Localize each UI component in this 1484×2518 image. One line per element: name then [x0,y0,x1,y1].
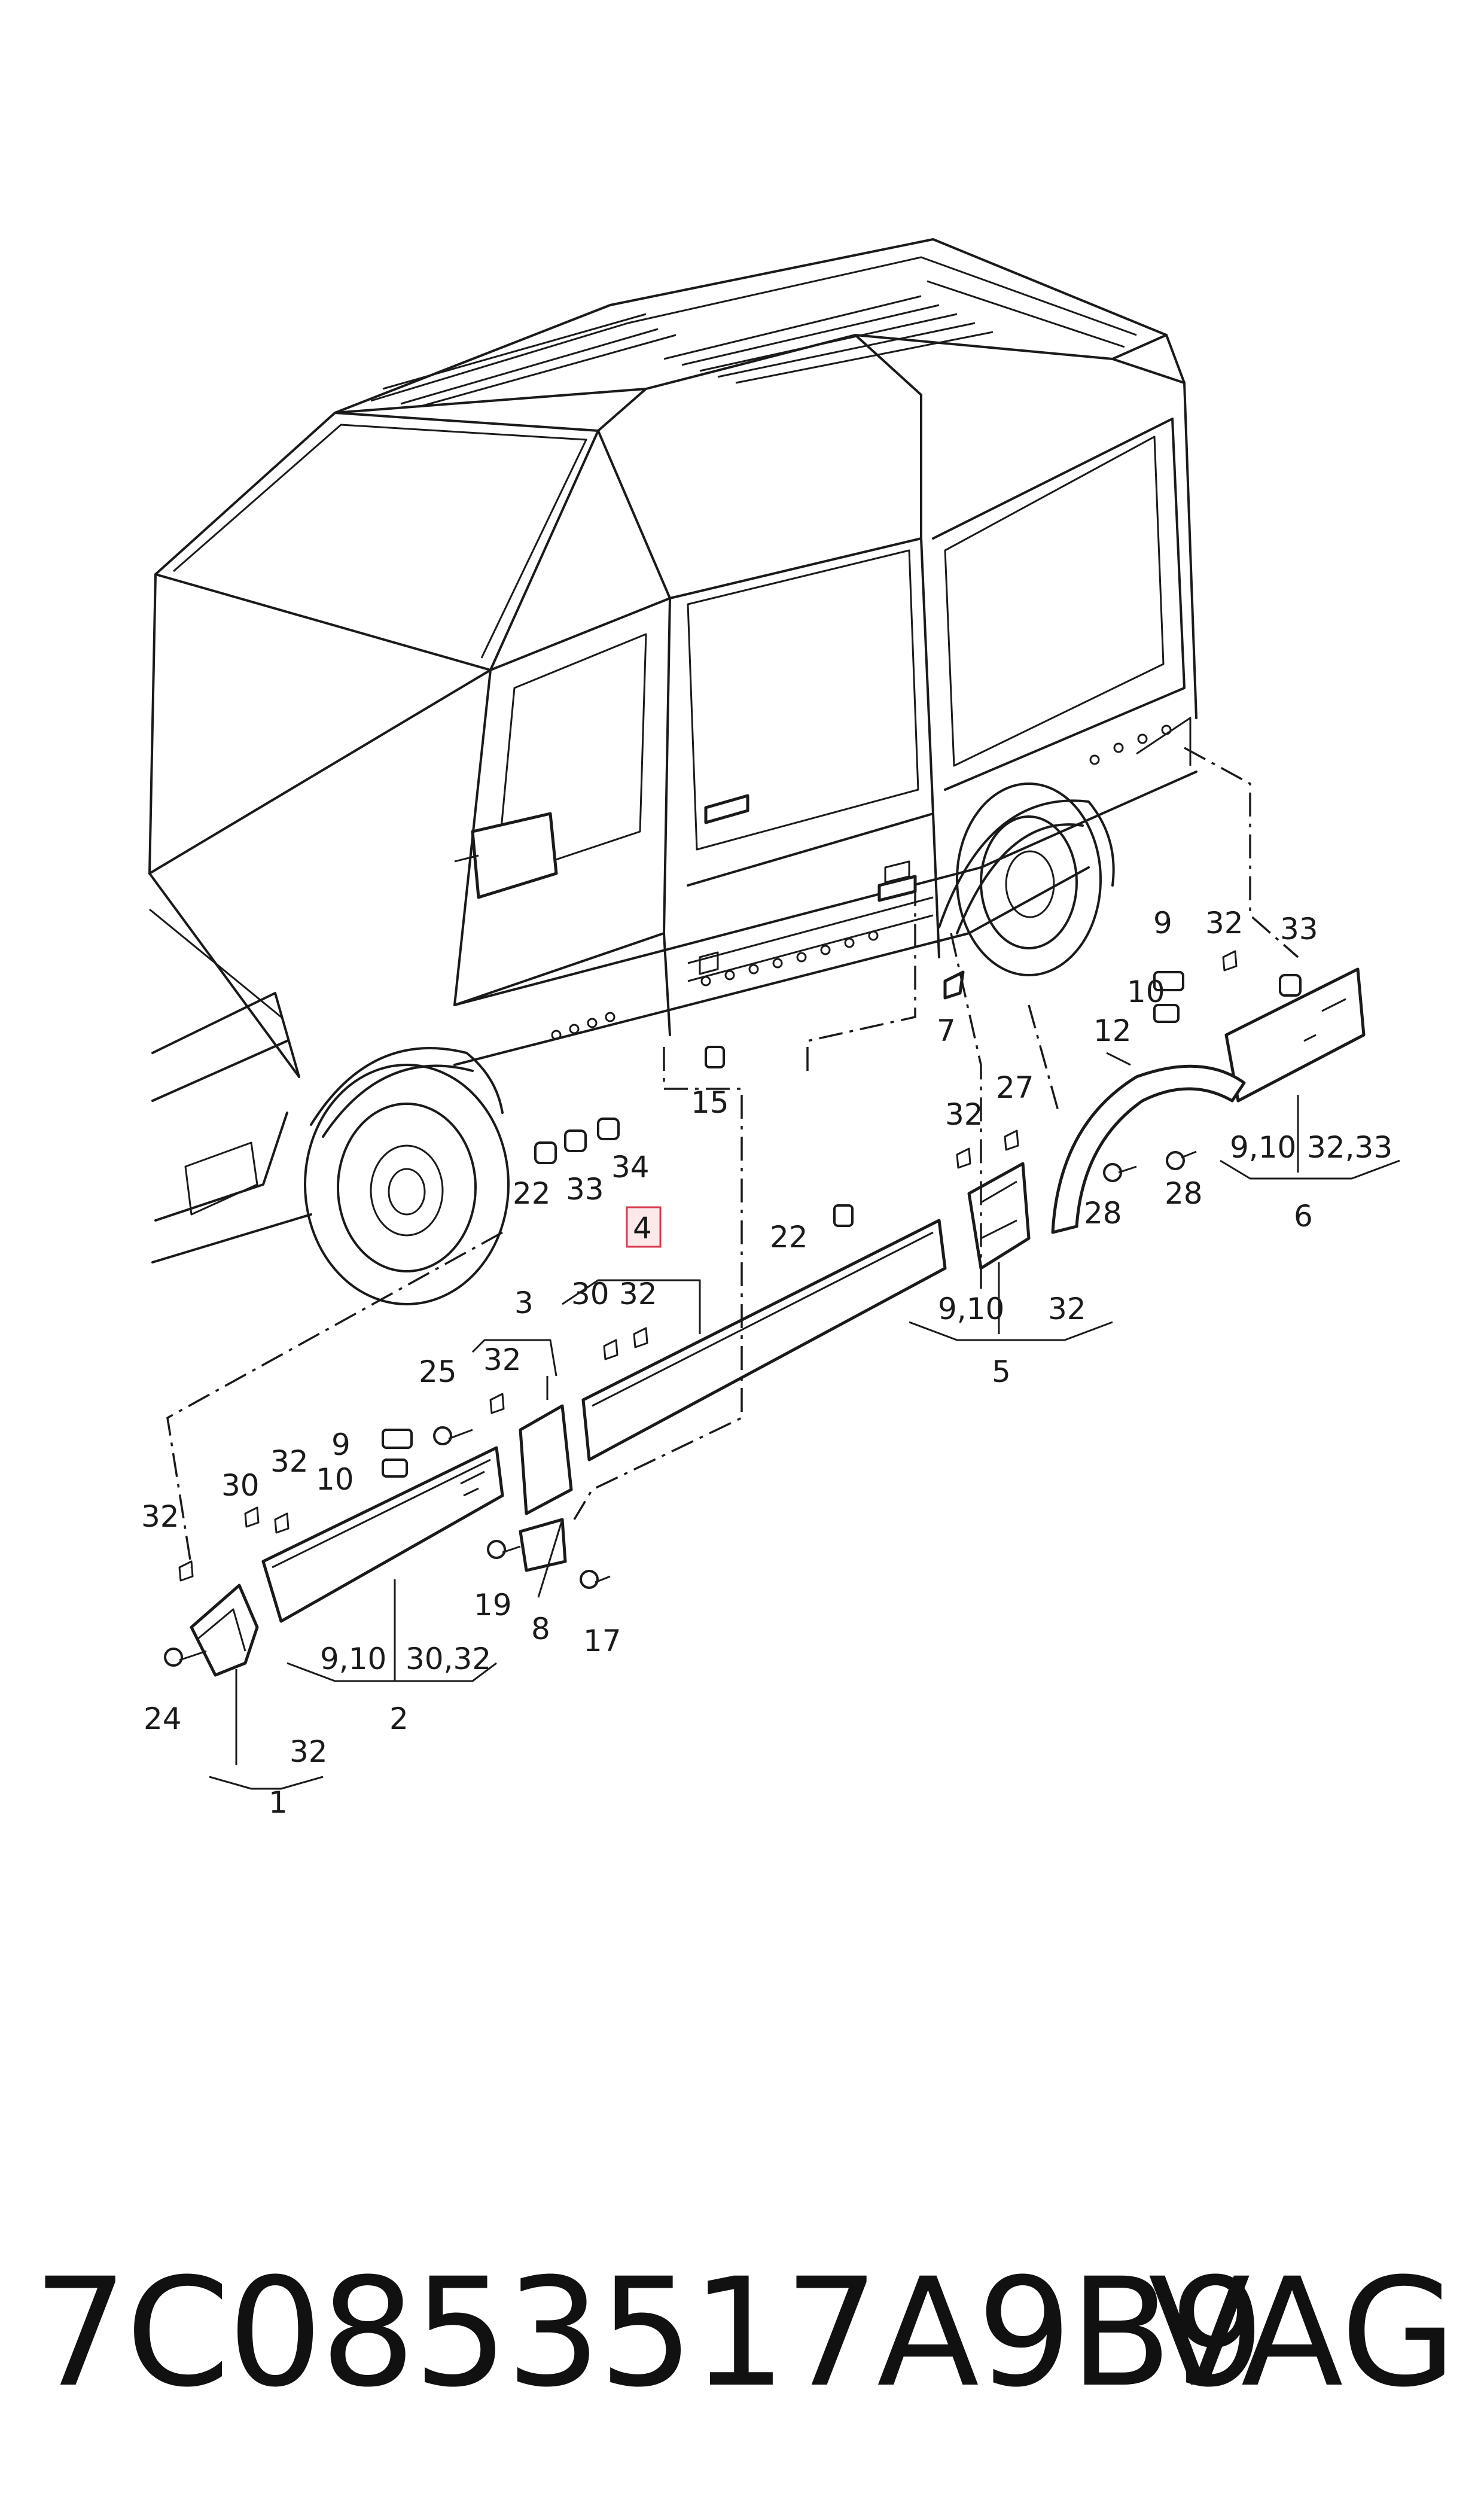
leader-lines [166,747,1299,1568]
part-7-small-trim [943,970,965,1000]
callout-2: 2 [389,1701,409,1736]
body-mounting-points [551,724,1172,1040]
callout-32a: 32 [141,1499,179,1534]
callout-7: 7 [937,1013,956,1048]
callout-22a: 22 [513,1176,551,1211]
callout-10b: 10 [1127,975,1165,1009]
group-6-label-b: 32,33 [1307,1130,1392,1165]
highlight-box-4 [626,1206,662,1248]
group-6-label-a: 9,10 [1230,1130,1296,1165]
callout-32b: 32 [270,1444,309,1479]
brand-label: VAG [1148,2246,1456,2420]
part-number-footer: 7C0853517A9B9 VAG [33,2255,1456,2411]
callout-9a: 9 [331,1427,351,1462]
group-2-label-b: 30,32 [406,1642,491,1676]
callout-28a: 28 [1084,1196,1122,1231]
callout-19: 19 [474,1588,512,1622]
callout-30a: 30 [221,1468,260,1503]
callout-32f: 32 [1205,906,1244,940]
callout-1: 1 [269,1785,288,1820]
part-8-bracket [519,1518,567,1572]
callout-9b: 9 [1153,906,1172,940]
callout-30b: 30 [571,1277,610,1311]
callout-34: 34 [611,1150,650,1185]
front-wheel [304,1064,510,1305]
part-number: 7C0853517A9B9 [33,2246,1265,2420]
rear-wheel [956,783,1102,976]
callout-3: 3 [514,1286,534,1320]
callout-17: 17 [583,1624,621,1658]
callout-33a: 33 [1280,912,1318,946]
group-5-label-a: 9,10 [938,1292,1004,1326]
callout-8: 8 [531,1612,550,1646]
hardware-parts [164,950,1302,1667]
van-illustration [148,238,1197,1305]
group-1-label: 32 [290,1734,328,1769]
callout-10a: 10 [316,1462,354,1497]
part-12-wheel-arch-trim [1051,1064,1246,1234]
callout-32c: 32 [483,1342,522,1377]
callout-6: 6 [1294,1199,1313,1234]
part-5-rear-corner-trim [967,1162,1031,1270]
callout-32e: 32 [945,1097,983,1132]
trim-parts [190,967,1366,1677]
callout-15: 15 [691,1085,729,1120]
part-1-front-corner-trim [190,1584,259,1677]
callout-lines [209,1052,1400,1790]
callout-5: 5 [992,1354,1011,1389]
callout-28b: 28 [1165,1176,1203,1211]
part-2-front-trim-strip [261,1446,504,1623]
part-4-side-trim-strip [581,1219,947,1462]
callout-12: 12 [1093,1013,1132,1048]
callout-33b: 33 [566,1172,604,1207]
callout-27: 27 [996,1070,1034,1105]
group-2-label-a: 9,10 [320,1642,386,1676]
callout-32d: 32 [619,1277,657,1311]
callout-25: 25 [419,1354,457,1389]
callout-4: 4 [633,1211,652,1246]
callout-24: 24 [144,1701,182,1736]
group-5-label-b: 32 [1048,1292,1086,1326]
callout-labels: 1 2 3 4 5 6 7 8 9 9 10 10 12 15 17 19 22… [141,906,1392,1820]
part-3-trim-panel [519,1404,573,1515]
callout-22b: 22 [770,1220,808,1255]
